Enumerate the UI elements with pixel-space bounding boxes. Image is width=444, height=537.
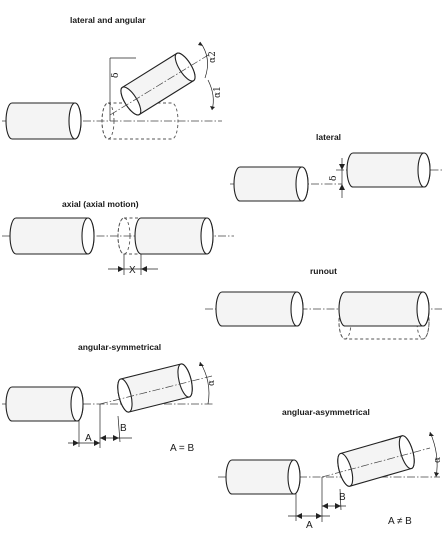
section-lateral-and-angular: lateral and angular δ α2 α1 <box>2 15 223 140</box>
alpha1-label: α1 <box>213 86 223 98</box>
title-angular-asymmetrical: angluar-asymmetrical <box>282 407 370 417</box>
label-B-asym: B <box>339 492 346 503</box>
label-A-asym: A <box>306 520 313 531</box>
cylinder-angasym-left <box>225 459 301 495</box>
cylinder-ghost <box>101 102 179 140</box>
label-A-sym: A <box>85 433 92 444</box>
title-runout: runout <box>310 266 337 276</box>
cylinder-axial-left <box>9 217 95 255</box>
title-lateral-and-angular: lateral and angular <box>70 15 146 25</box>
title-lateral: lateral <box>316 132 341 142</box>
cylinder-runout-right <box>338 291 430 327</box>
alpha-asym-label: α <box>433 457 443 463</box>
section-runout: runout <box>205 266 442 340</box>
title-axial: axial (axial motion) <box>62 199 139 209</box>
cylinder-lateral-right <box>346 152 431 188</box>
delta-label: δ <box>111 73 121 78</box>
section-axial: axial (axial motion) X <box>2 199 234 276</box>
alpha2-label: α2 <box>208 51 218 63</box>
x-label: X <box>129 265 136 276</box>
cylinder-lateral-left <box>233 166 309 202</box>
label-B-sym: B <box>120 423 127 434</box>
cylinder-left <box>5 102 82 140</box>
delta-lateral-label: δ <box>329 176 339 181</box>
title-angular-symmetrical: angular-symmetrical <box>78 342 161 352</box>
cylinder-angsym-tilted <box>117 363 193 413</box>
section-angular-symmetrical: angular-symmetrical A B A = B α <box>2 342 217 454</box>
cylinder-angsym-left <box>5 386 84 422</box>
section-lateral: lateral δ <box>230 132 442 202</box>
alpha2-arc <box>199 41 208 79</box>
cylinder-angasym-tilted <box>337 435 415 487</box>
tilted-axis <box>109 53 211 116</box>
cylinder-tilted <box>120 52 196 116</box>
alpha-sym-label: α <box>207 380 217 386</box>
label-A-eq-B: A = B <box>170 443 195 454</box>
cylinder-runout-left <box>215 291 304 327</box>
cylinder-axial-right <box>134 217 214 255</box>
alpha-asym-arc <box>429 431 438 478</box>
label-A-neq-B: A ≠ B <box>388 516 412 527</box>
section-angular-asymmetrical: angluar-asymmetrical A B A ≠ B α <box>218 407 443 531</box>
